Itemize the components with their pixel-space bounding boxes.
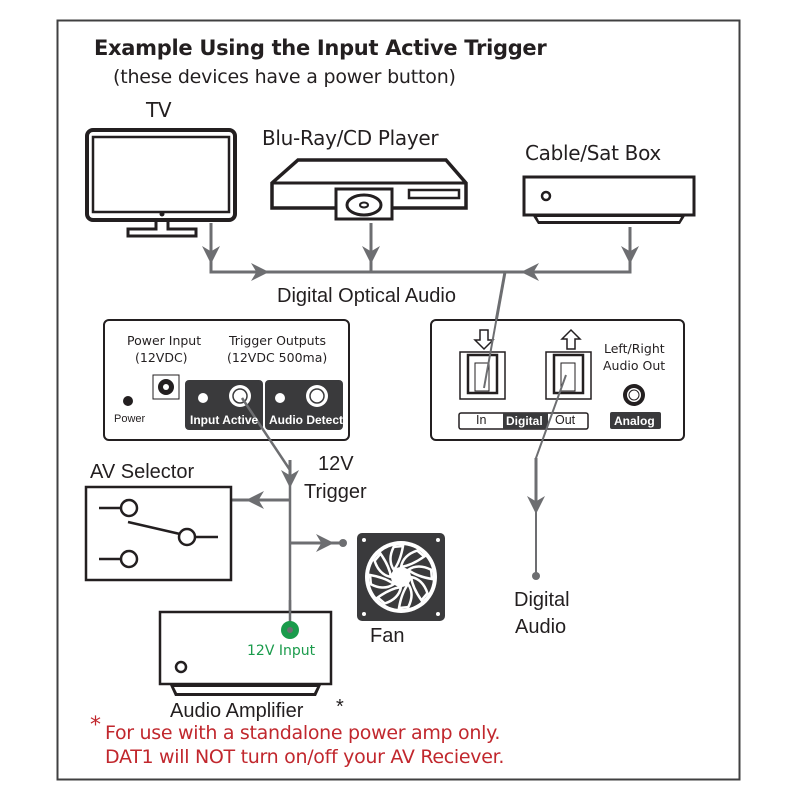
fan-blade: [373, 551, 393, 579]
diagram-title: Example Using the Input Active Trigger: [94, 36, 547, 60]
trigger-label: Trigger: [304, 481, 367, 503]
audio-detect-label: Audio Detect: [269, 413, 344, 427]
footnote-asterisk: *: [90, 713, 101, 738]
footnote-line-1: For use with a standalone power amp only…: [105, 722, 501, 744]
digital-label: Digital: [506, 414, 543, 428]
fan-trigger-dot: [339, 539, 347, 547]
optical-bus-label: Digital Optical Audio: [277, 285, 456, 307]
trigger-wiring: [222, 397, 343, 628]
audio-amplifier-icon: [158, 610, 333, 696]
amplifier-label: Audio Amplifier: [170, 700, 304, 722]
dat1-trigger-panel: [103, 319, 350, 441]
fan-blade: [375, 585, 403, 605]
fan-blade: [389, 544, 405, 573]
cable-box-icon: [522, 175, 696, 224]
av-selector-switch-icon: [84, 485, 233, 582]
analog-out-label-1: Left/Right: [604, 341, 665, 356]
power-input-label: Power Input: [127, 333, 202, 348]
optical-converter-panel: [430, 319, 685, 441]
cable-box-label: Cable/Sat Box: [525, 141, 661, 165]
outer-frame: [56, 19, 741, 781]
digital-audio-label-1: Digital: [514, 589, 570, 611]
fan-label: Fan: [370, 625, 405, 647]
arrow-up-icon: [560, 328, 582, 350]
bluray-label: Blu-Ray/CD Player: [262, 126, 439, 150]
analog-out-label-2: Audio Out: [603, 358, 666, 373]
amp-12v-input-label: 12V Input: [247, 643, 316, 659]
fan-blade: [409, 575, 429, 603]
digital-audio-out-wiring: [527, 374, 567, 575]
fan-icon: [357, 533, 445, 621]
analog-badge: Analog: [614, 414, 655, 428]
trigger-voltage-label: 12V: [318, 453, 354, 475]
fan-blade: [405, 565, 434, 581]
amplifier-asterisk: *: [336, 696, 344, 718]
trigger-outputs-label: Trigger Outputs: [229, 333, 327, 348]
tv-label: TV: [146, 98, 172, 122]
digital-out-label: Out: [555, 413, 576, 427]
digital-audio-label-2: Audio: [515, 616, 567, 638]
power-input-voltage: (12VDC): [135, 350, 188, 365]
trigger-outputs-rating: (12VDC 500ma): [227, 350, 328, 365]
fan-blade: [368, 573, 397, 589]
optical-feed-wire: [483, 271, 506, 389]
fan-blade: [397, 581, 413, 610]
bluray-player-icon: [270, 158, 468, 221]
power-led-label: Power: [114, 413, 146, 425]
footnote-line-2: DAT1 will NOT turn on/off your AV Reciev…: [105, 746, 505, 768]
fan-blade: [399, 549, 427, 569]
power-led-icon: [123, 396, 133, 406]
digital-audio-endpoint-dot: [532, 572, 540, 580]
digital-in-label: In: [476, 413, 487, 427]
diagram-subtitle: (these devices have a power button): [113, 66, 456, 88]
arrow-down-icon: [473, 329, 495, 351]
tv-icon: [85, 128, 237, 238]
input-active-label: Input Active: [190, 413, 259, 427]
av-selector-label: AV Selector: [90, 461, 195, 483]
